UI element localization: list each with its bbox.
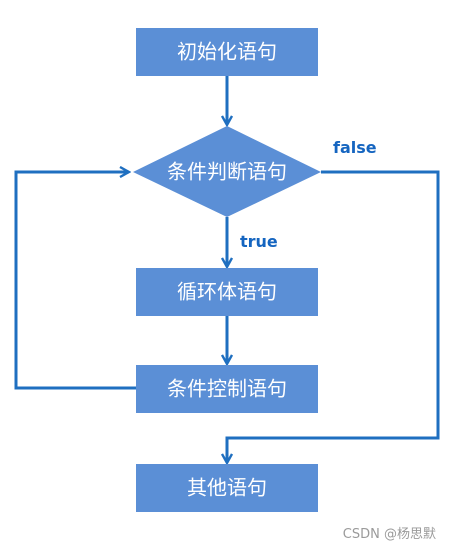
node-init-label: 初始化语句 — [177, 40, 277, 64]
watermark-text: CSDN @杨思默 — [343, 526, 436, 542]
node-loop-body-label: 循环体语句 — [177, 280, 277, 304]
node-control-label: 条件控制语句 — [167, 377, 287, 401]
node-control: 条件控制语句 — [136, 365, 318, 413]
node-other-label: 其他语句 — [187, 476, 267, 500]
node-other: 其他语句 — [136, 464, 318, 512]
node-condition: 条件判断语句 — [133, 126, 321, 217]
node-init: 初始化语句 — [136, 28, 318, 76]
edge-label-true: true — [240, 232, 278, 251]
edge-label-false: false — [333, 138, 377, 157]
node-condition-label: 条件判断语句 — [167, 160, 287, 184]
edge-condition-to-other-false — [227, 170, 440, 462]
node-loop-body: 循环体语句 — [136, 268, 318, 316]
edge-control-loop-back — [14, 172, 136, 390]
